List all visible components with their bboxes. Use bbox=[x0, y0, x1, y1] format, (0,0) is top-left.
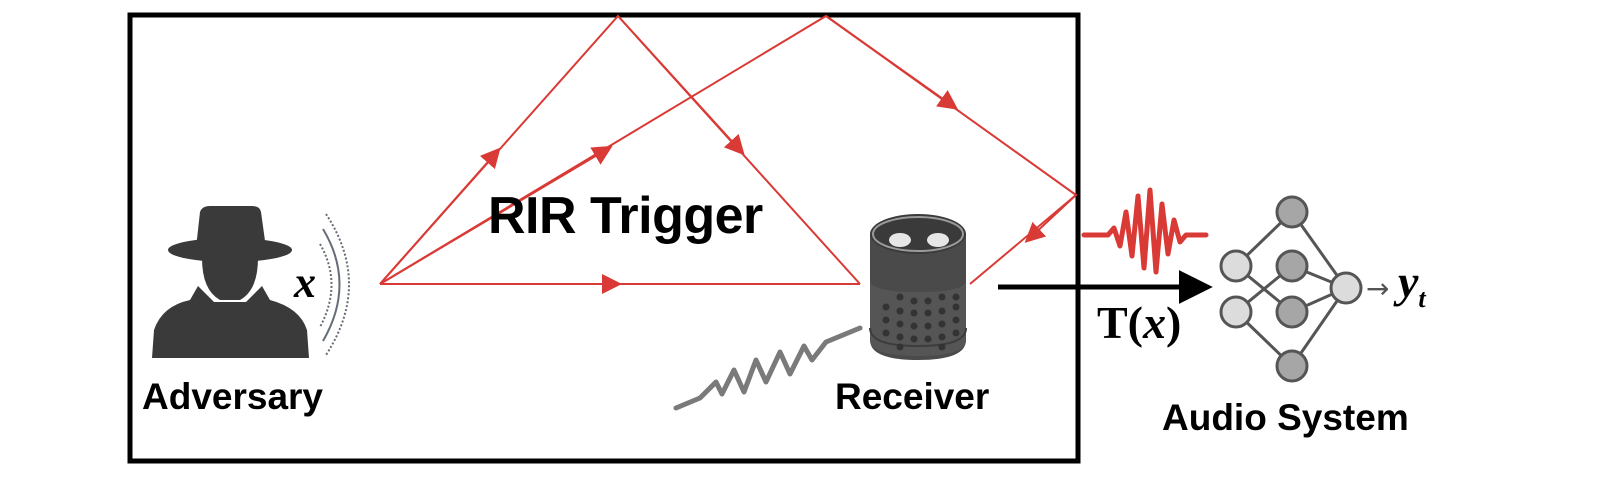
reflection-rays bbox=[379, 14, 1078, 294]
receiver-label: Receiver bbox=[835, 376, 990, 417]
adversary-label: Adversary bbox=[142, 376, 324, 417]
diagram-title: RIR Trigger bbox=[488, 187, 763, 245]
output-subscript: t bbox=[1418, 284, 1426, 313]
ray-reflection-1-arrow-b bbox=[617, 15, 745, 156]
transform-label: T(x) bbox=[1097, 296, 1181, 349]
spy-person-icon bbox=[152, 206, 309, 358]
audio-system-label: Audio System bbox=[1162, 397, 1409, 438]
output-arrow-icon: → bbox=[1366, 272, 1390, 305]
input-symbol: x bbox=[294, 258, 316, 307]
trigger-waveform-icon bbox=[1081, 187, 1209, 275]
smart-speaker-icon bbox=[869, 214, 967, 360]
room-boundary bbox=[127, 12, 1081, 464]
ray-reflection-2-arrow-c bbox=[1024, 194, 1077, 243]
ray-reflection-1-arrow-a bbox=[379, 147, 501, 285]
output-symbol: y bbox=[1398, 256, 1419, 307]
output-label: yt bbox=[1398, 255, 1426, 314]
ray-reflection-2-arrow-a bbox=[379, 145, 613, 285]
transform-suffix: ) bbox=[1166, 297, 1182, 348]
noise-wave-icon bbox=[673, 325, 863, 411]
transform-prefix: T( bbox=[1097, 297, 1143, 348]
neural-network-icon bbox=[1219, 195, 1363, 383]
transform-var: x bbox=[1143, 297, 1166, 348]
sound-wave-icon bbox=[319, 213, 350, 356]
ray-reflection-2-arrow-b bbox=[825, 15, 959, 110]
